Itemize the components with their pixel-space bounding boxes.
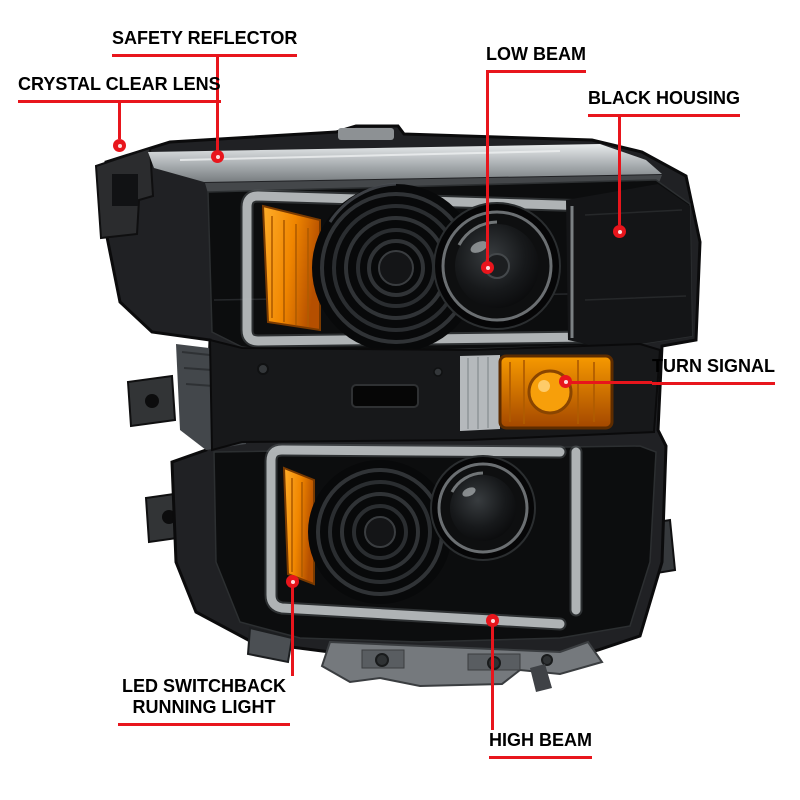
leader-line-turn-signal bbox=[566, 381, 652, 384]
high-beam-projector bbox=[430, 455, 536, 561]
lower-lens-chamber bbox=[213, 443, 657, 643]
callout-black-housing: BLACK HOUSING bbox=[588, 88, 740, 117]
marker-dot-led-switchback bbox=[286, 575, 299, 588]
marker-dot-crystal-clear-lens bbox=[113, 139, 126, 152]
leader-line-crystal-clear-lens bbox=[118, 103, 121, 139]
upper-amber-reflector bbox=[261, 204, 321, 332]
callout-safety-reflector: SAFETY REFLECTOR bbox=[112, 28, 298, 57]
leader-line-safety-reflector bbox=[216, 57, 219, 150]
callout-label-turn-signal: TURN SIGNAL bbox=[652, 356, 775, 385]
callout-label-safety-reflector: SAFETY REFLECTOR bbox=[112, 28, 298, 57]
callout-label-low-beam: LOW BEAM bbox=[486, 44, 586, 73]
callout-label-high-beam: HIGH BEAM bbox=[489, 730, 592, 759]
callout-label-led-switchback-running-light: LED SWITCHBACK RUNNING LIGHT bbox=[118, 676, 290, 726]
callout-turn-signal: TURN SIGNAL bbox=[652, 356, 775, 385]
black-housing-panel bbox=[566, 184, 692, 347]
callout-label-black-housing: BLACK HOUSING bbox=[588, 88, 740, 117]
callout-led-switchback-running-light: LED SWITCHBACK RUNNING LIGHT bbox=[118, 676, 290, 726]
callout-crystal-clear-lens: CRYSTAL CLEAR LENS bbox=[18, 74, 221, 103]
leader-line-led-switchback bbox=[291, 587, 294, 676]
callout-label-line-1: LED SWITCHBACK bbox=[122, 676, 286, 696]
low-beam-projector bbox=[433, 202, 561, 330]
marker-dot-high-beam bbox=[486, 614, 499, 627]
callout-label-crystal-clear-lens: CRYSTAL CLEAR LENS bbox=[18, 74, 221, 103]
marker-dot-black-housing bbox=[613, 225, 626, 238]
leader-line-black-housing bbox=[618, 117, 621, 225]
leader-line-high-beam bbox=[491, 626, 494, 730]
leader-line-low-beam bbox=[486, 73, 489, 261]
marker-dot-safety-reflector bbox=[211, 150, 224, 163]
turn-signal-assembly bbox=[460, 354, 614, 431]
bottom-mounting-bracket bbox=[246, 626, 604, 692]
marker-dot-turn-signal bbox=[559, 375, 572, 388]
callout-label-line-2: RUNNING LIGHT bbox=[132, 697, 276, 717]
callout-high-beam: HIGH BEAM bbox=[489, 730, 592, 759]
marker-dot-low-beam bbox=[481, 261, 494, 274]
callout-low-beam: LOW BEAM bbox=[486, 44, 586, 73]
corner-bracket bbox=[94, 146, 155, 240]
